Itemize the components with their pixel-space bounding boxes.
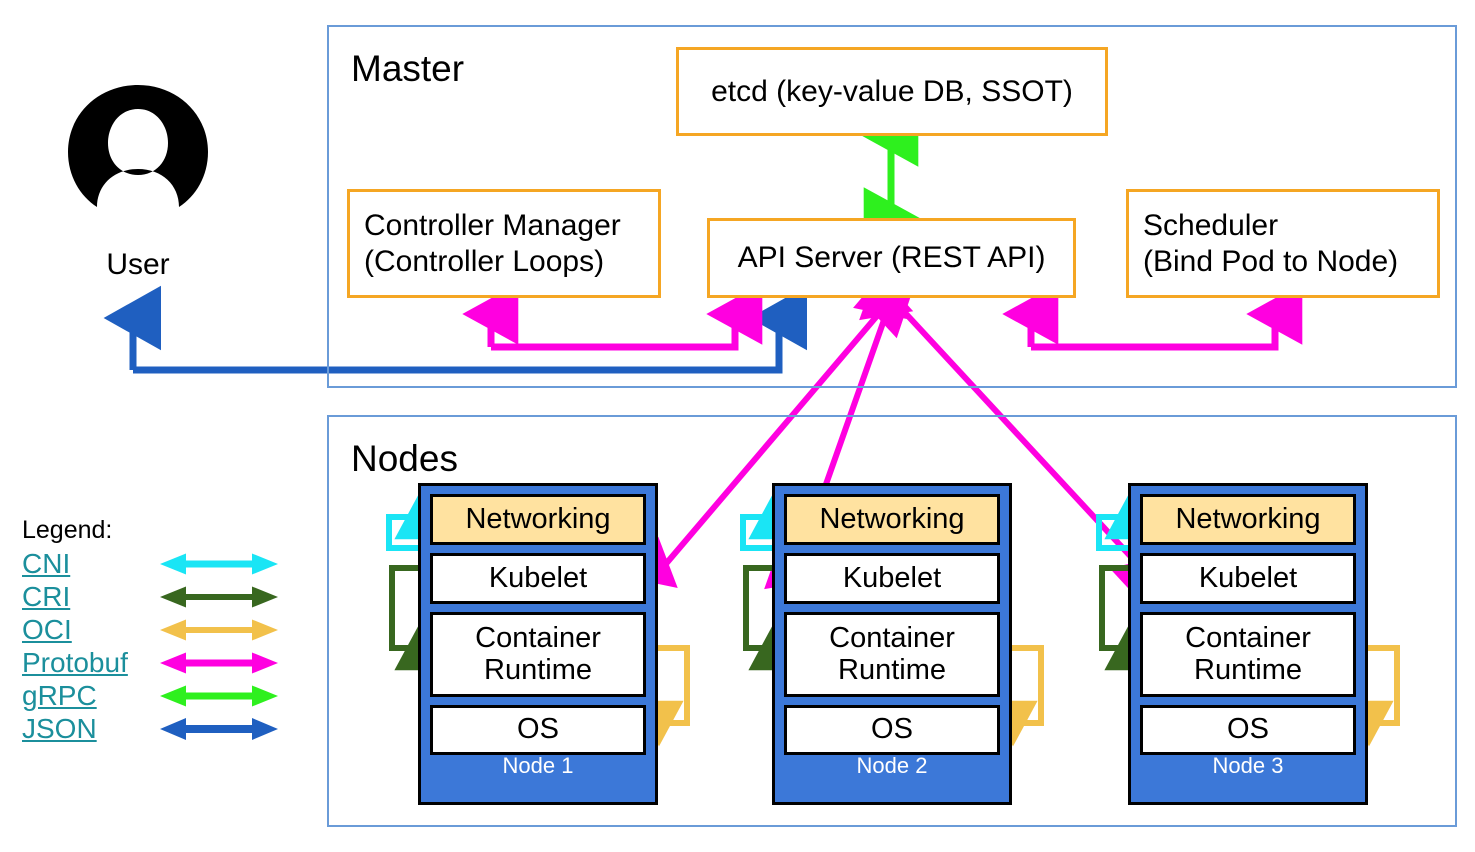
legend-arrow-cni	[160, 553, 278, 574]
node-layer-container-runtime[interactable]: Container Runtime	[430, 612, 646, 697]
container-runtime-label: Container Runtime	[1185, 622, 1311, 686]
node-name-label: Node 2	[856, 753, 928, 778]
legend-row-grpc[interactable]: gRPC	[22, 679, 282, 712]
legend-title: Legend:	[22, 516, 113, 544]
container-runtime-label: Container Runtime	[475, 622, 601, 686]
legend-row-json[interactable]: JSON	[22, 712, 282, 745]
legend-arrow-oci	[160, 619, 278, 640]
controller-manager-label: Controller Manager (Controller Loops)	[364, 209, 621, 278]
scheduler-label: Scheduler (Bind Pod to Node)	[1143, 209, 1399, 278]
legend-label-json[interactable]: JSON	[22, 712, 97, 744]
legend-arrow-protobuf	[160, 652, 278, 673]
legend-row-cri[interactable]: CRI	[22, 580, 282, 613]
legend-arrow-cri	[160, 586, 278, 607]
legend-label-oci[interactable]: OCI	[22, 613, 72, 645]
legend-row-cni[interactable]: CNI	[22, 547, 282, 580]
scheduler-box[interactable]: Scheduler (Bind Pod to Node)	[1126, 189, 1440, 298]
kubelet-label: Kubelet	[488, 561, 588, 594]
node-layer-os[interactable]: OS	[430, 705, 646, 755]
node-layer-container-runtime[interactable]: Container Runtime	[784, 612, 1000, 697]
node-layer-networking[interactable]: Networking	[430, 494, 646, 545]
master-group-frame	[327, 25, 1457, 388]
node-card[interactable]: Networking Kubelet Container Runtime OS …	[772, 483, 1012, 805]
api-server-box[interactable]: API Server (REST API)	[707, 218, 1076, 298]
kubelet-label: Kubelet	[842, 561, 942, 594]
networking-label: Networking	[465, 502, 611, 535]
node-name-label: Node 1	[502, 753, 574, 778]
controller-manager-box[interactable]: Controller Manager (Controller Loops)	[347, 189, 661, 298]
legend-label-cni[interactable]: CNI	[22, 547, 71, 579]
node-layer-kubelet[interactable]: Kubelet	[430, 553, 646, 604]
node-layer-kubelet[interactable]: Kubelet	[784, 553, 1000, 604]
kubelet-label: Kubelet	[1198, 561, 1298, 594]
node-card[interactable]: Networking Kubelet Container Runtime OS …	[1128, 483, 1368, 805]
api-server-label: API Server (REST API)	[737, 241, 1046, 275]
node-layer-container-runtime[interactable]: Container Runtime	[1140, 612, 1356, 697]
legend-arrow-grpc	[160, 685, 278, 706]
user-avatar-icon	[64, 83, 212, 215]
legend: Legend: CNI CRI OCI	[22, 516, 282, 745]
legend-label-cri[interactable]: CRI	[22, 580, 71, 612]
master-group-title: Master	[351, 48, 465, 89]
container-runtime-label: Container Runtime	[829, 622, 955, 686]
os-label: OS	[517, 713, 559, 746]
etcd-box[interactable]: etcd (key-value DB, SSOT)	[676, 47, 1108, 136]
legend-label-protobuf[interactable]: Protobuf	[22, 646, 128, 678]
node-name-label: Node 3	[1212, 753, 1284, 778]
node-layer-os[interactable]: OS	[784, 705, 1000, 755]
networking-label: Networking	[819, 502, 965, 535]
os-label: OS	[1227, 713, 1269, 746]
node-card[interactable]: Networking Kubelet Container Runtime OS …	[418, 483, 658, 805]
os-label: OS	[871, 713, 913, 746]
node-layer-networking[interactable]: Networking	[784, 494, 1000, 545]
user-label: User	[106, 248, 170, 281]
node-layer-os[interactable]: OS	[1140, 705, 1356, 755]
etcd-label: etcd (key-value DB, SSOT)	[711, 74, 1073, 108]
node-layer-kubelet[interactable]: Kubelet	[1140, 553, 1356, 604]
legend-row-oci[interactable]: OCI	[22, 613, 282, 646]
legend-row-protobuf[interactable]: Protobuf	[22, 646, 282, 679]
legend-arrow-json	[160, 717, 278, 740]
legend-label-grpc[interactable]: gRPC	[22, 679, 97, 711]
node-layer-networking[interactable]: Networking	[1140, 494, 1356, 545]
nodes-group-title: Nodes	[351, 438, 458, 479]
networking-label: Networking	[1175, 502, 1321, 535]
nodes-group-frame	[327, 415, 1457, 827]
